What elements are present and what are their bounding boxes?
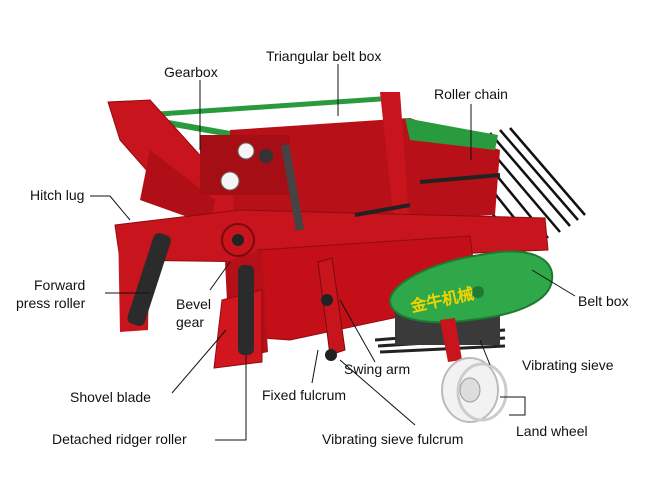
- label-swing-arm: Swing arm: [344, 361, 411, 377]
- label-bevel-gear-line2: gear: [176, 314, 205, 330]
- chain: [354, 173, 501, 217]
- label-roller-chain: Roller chain: [434, 86, 508, 102]
- forward-press-roller: [127, 233, 171, 326]
- bevel-gear: [221, 223, 255, 257]
- label-detached-ridger-roller: Detached ridger roller: [52, 431, 187, 447]
- label-forward-press-roller-line1: Forward: [34, 277, 86, 293]
- label-triangular-belt-box: Triangular belt box: [266, 48, 382, 64]
- gearbox-assembly: [200, 135, 304, 231]
- label-forward-press-roller-line2: press roller: [16, 295, 86, 311]
- land-wheel-support: [440, 318, 462, 362]
- label-gearbox: Gearbox: [164, 64, 218, 80]
- leader-lines: [90, 64, 576, 441]
- label-land-wheel: Land wheel: [516, 423, 588, 439]
- belt-box-cover: 金牛机械: [389, 250, 554, 324]
- land-wheel: [441, 357, 508, 423]
- label-bevel-gear-line1: Bevel: [176, 296, 212, 312]
- main-frame: [107, 92, 549, 369]
- label-hitch-lug: Hitch lug: [30, 187, 85, 203]
- label-belt-box: Belt box: [578, 293, 629, 309]
- swing-arm: [317, 257, 346, 361]
- label-shovel-blade: Shovel blade: [70, 389, 151, 405]
- detached-ridger-roller: [238, 265, 254, 355]
- label-vibrating-sieve-fulcrum: Vibrating sieve fulcrum: [322, 431, 464, 447]
- label-fixed-fulcrum: Fixed fulcrum: [262, 387, 347, 403]
- label-vibrating-sieve: Vibrating sieve: [522, 357, 614, 373]
